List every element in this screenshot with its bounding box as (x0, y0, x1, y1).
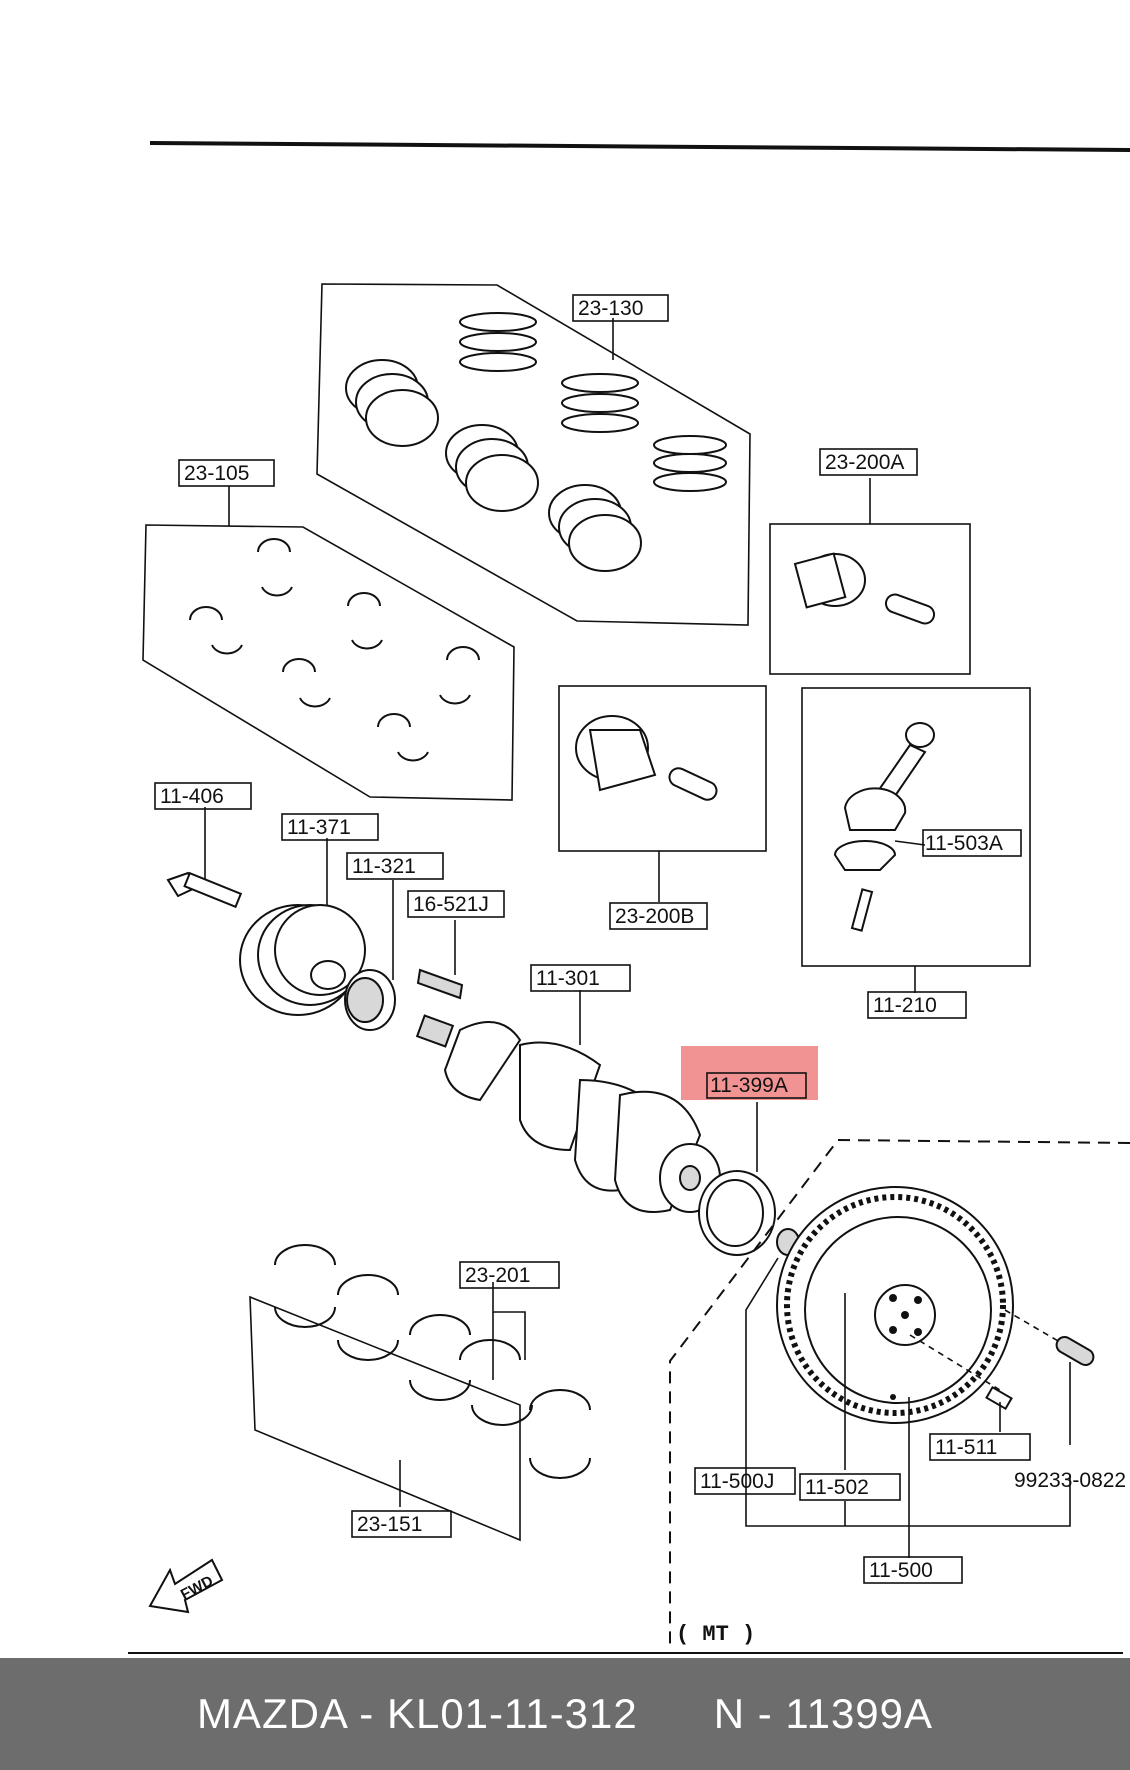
bearing-set-group (142, 486, 515, 801)
timing-sprocket (344, 880, 396, 1031)
woodruff-key (416, 920, 464, 1000)
part-label: 11-502 (805, 1476, 869, 1499)
part-label: 11-406 (160, 785, 224, 808)
part-label: 11-210 (873, 994, 937, 1017)
part-label: 23-200B (615, 905, 694, 928)
part-label-99233-0822: 99233-0822 (1014, 1469, 1126, 1492)
callout-11-500J[interactable]: 11-500J (694, 1467, 796, 1495)
callout-11-406[interactable]: 11-406 (154, 782, 252, 810)
callout-23-151[interactable]: 23-151 (351, 1510, 452, 1538)
crankshaft-pulley (239, 838, 366, 1016)
connecting-rod-group (801, 687, 1031, 993)
callout-23-200B[interactable]: 23-200B (609, 902, 708, 930)
rear-oil-seal (698, 1102, 776, 1256)
part-label: 16-521J (413, 893, 489, 916)
part-label: 11-503A (925, 832, 1003, 855)
callout-23-105[interactable]: 23-105 (178, 459, 275, 487)
piston-assembly-b (558, 685, 767, 902)
part-label: 11-399A (710, 1074, 788, 1097)
flywheel-mt-region (669, 1138, 1130, 1650)
callout-11-371[interactable]: 11-371 (281, 813, 379, 841)
callout-16-521J[interactable]: 16-521J (407, 890, 505, 918)
pulley-bolt (166, 807, 243, 909)
part-label: 23-201 (465, 1264, 530, 1287)
part-label: 11-301 (536, 967, 600, 990)
crankshaft (415, 990, 721, 1213)
callout-11-500[interactable]: 11-500 (863, 1556, 963, 1584)
callout-11-210[interactable]: 11-210 (867, 991, 967, 1019)
footer-caption: MAZDA - KL01-11-312 N - 11399A (0, 1658, 1130, 1770)
part-label: 11-321 (352, 855, 416, 878)
part-label: 11-371 (287, 816, 351, 839)
piston-rings-group (316, 283, 751, 626)
part-label: 23-200A (825, 451, 904, 474)
callout-11-511[interactable]: 11-511 (929, 1433, 1031, 1461)
thrust-bearings-group (249, 1244, 591, 1542)
part-label: 23-151 (357, 1513, 422, 1536)
part-label: 11-511 (935, 1436, 997, 1459)
ring-set-1 (345, 312, 537, 447)
callout-23-200A[interactable]: 23-200A (819, 448, 918, 476)
part-label: 23-130 (578, 297, 643, 320)
top-rule (149, 141, 1130, 152)
ring-set-3 (548, 435, 727, 572)
piston-assembly-a (769, 478, 971, 675)
variant-label: ( MT ) (676, 1622, 755, 1647)
part-label: 11-500 (869, 1559, 933, 1582)
fwd-arrow: FWD (148, 1558, 224, 1614)
part-label: 23-105 (184, 462, 249, 485)
ring-set-2 (445, 373, 639, 512)
part-label: 11-500J (700, 1470, 774, 1493)
crankshaft-parts-diagram: FWD ( MT ) 23-130 23-105 23-200A 23-200B… (128, 141, 1130, 1654)
callout-11-399A[interactable]: 11-399A (706, 1072, 807, 1099)
callout-11-321[interactable]: 11-321 (346, 852, 444, 880)
callout-11-502[interactable]: 11-502 (799, 1473, 901, 1501)
callout-23-201[interactable]: 23-201 (459, 1261, 560, 1289)
callout-11-301[interactable]: 11-301 (530, 964, 631, 992)
callout-23-130[interactable]: 23-130 (572, 294, 669, 322)
callout-11-503A[interactable]: 11-503A (922, 829, 1022, 857)
